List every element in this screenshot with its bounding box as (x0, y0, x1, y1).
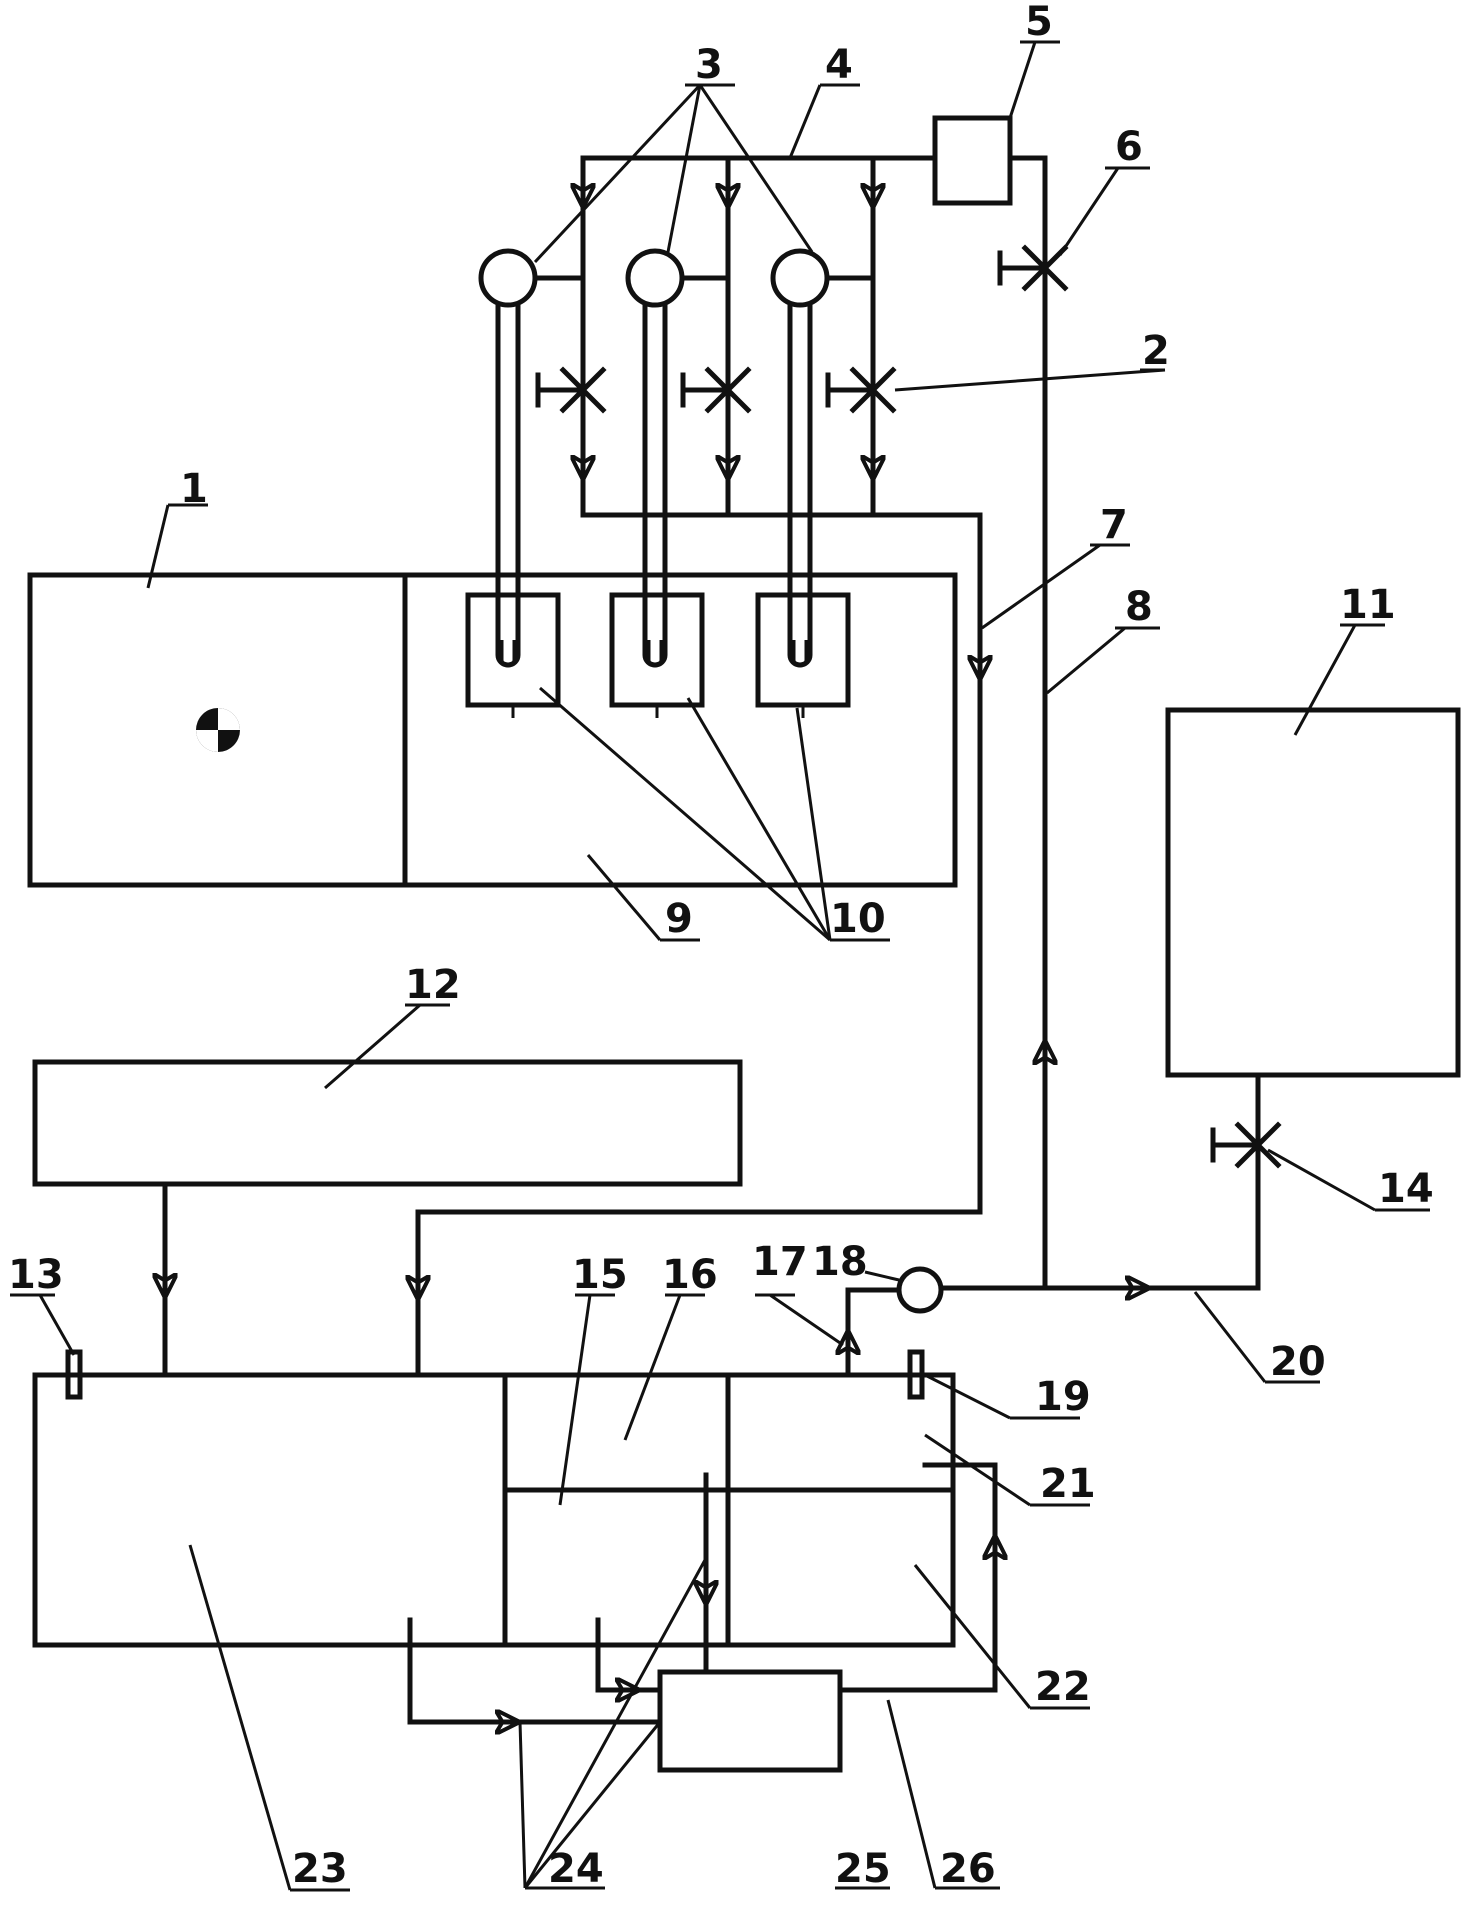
label-6: 6 (1115, 124, 1143, 170)
valve-14-icon (1210, 1121, 1282, 1169)
label-26: 26 (940, 1846, 996, 1892)
label-4: 4 (825, 42, 853, 88)
device-5 (932, 115, 1013, 206)
label-9: 9 (665, 896, 693, 942)
labels: 1 2 3 4 5 6 7 8 9 10 11 12 13 14 15 16 1… (8, 0, 1434, 1892)
component-9-tank (402, 572, 958, 888)
lance-3b (625, 248, 685, 668)
label-19: 19 (1035, 1374, 1091, 1420)
lance-3c (770, 248, 830, 668)
label-8: 8 (1125, 584, 1153, 630)
pipes-24 (407, 1472, 706, 1722)
pump-18 (896, 1266, 944, 1314)
label-20: 20 (1270, 1339, 1326, 1385)
label-22: 22 (1035, 1664, 1091, 1710)
branch-pipes (583, 275, 983, 518)
label-10: 10 (830, 896, 886, 942)
valve-2b-icon (680, 366, 752, 414)
leader-lines (10, 40, 1430, 1892)
label-2: 2 (1142, 328, 1170, 374)
label-18: 18 (812, 1239, 868, 1285)
label-3: 3 (695, 42, 723, 88)
valve-2a-icon (535, 366, 607, 414)
pipe-26 (837, 1462, 995, 1693)
lance-3a (478, 248, 538, 668)
valve-6-icon (997, 244, 1069, 292)
lower-tank (32, 1372, 956, 1648)
pipe-7 (418, 512, 980, 1378)
pipe-4 (532, 155, 1048, 281)
component-12-box (32, 1059, 743, 1378)
label-13: 13 (8, 1252, 64, 1298)
sensor-19 (907, 1349, 925, 1400)
component-11-tank (1165, 707, 1461, 1078)
label-21: 21 (1040, 1461, 1096, 1507)
probe-box-10b (609, 592, 705, 708)
label-17: 17 (752, 1239, 808, 1285)
label-14: 14 (1378, 1166, 1434, 1212)
component-1-box (27, 572, 408, 888)
label-12: 12 (405, 962, 461, 1008)
label-25: 25 (835, 1846, 891, 1892)
label-1: 1 (180, 466, 208, 512)
component-25-box (657, 1669, 843, 1773)
pipe-20 (942, 1072, 1261, 1288)
label-16: 16 (662, 1252, 718, 1298)
valve-2c-icon (825, 366, 897, 414)
label-24: 24 (548, 1846, 604, 1892)
pipe-17 (848, 1287, 902, 1378)
label-15: 15 (572, 1252, 628, 1298)
label-5: 5 (1025, 0, 1053, 45)
label-7: 7 (1100, 502, 1128, 548)
center-mark-icon (196, 708, 240, 752)
label-11: 11 (1340, 582, 1396, 628)
label-23: 23 (292, 1846, 348, 1892)
probe-box-10c (755, 592, 851, 708)
